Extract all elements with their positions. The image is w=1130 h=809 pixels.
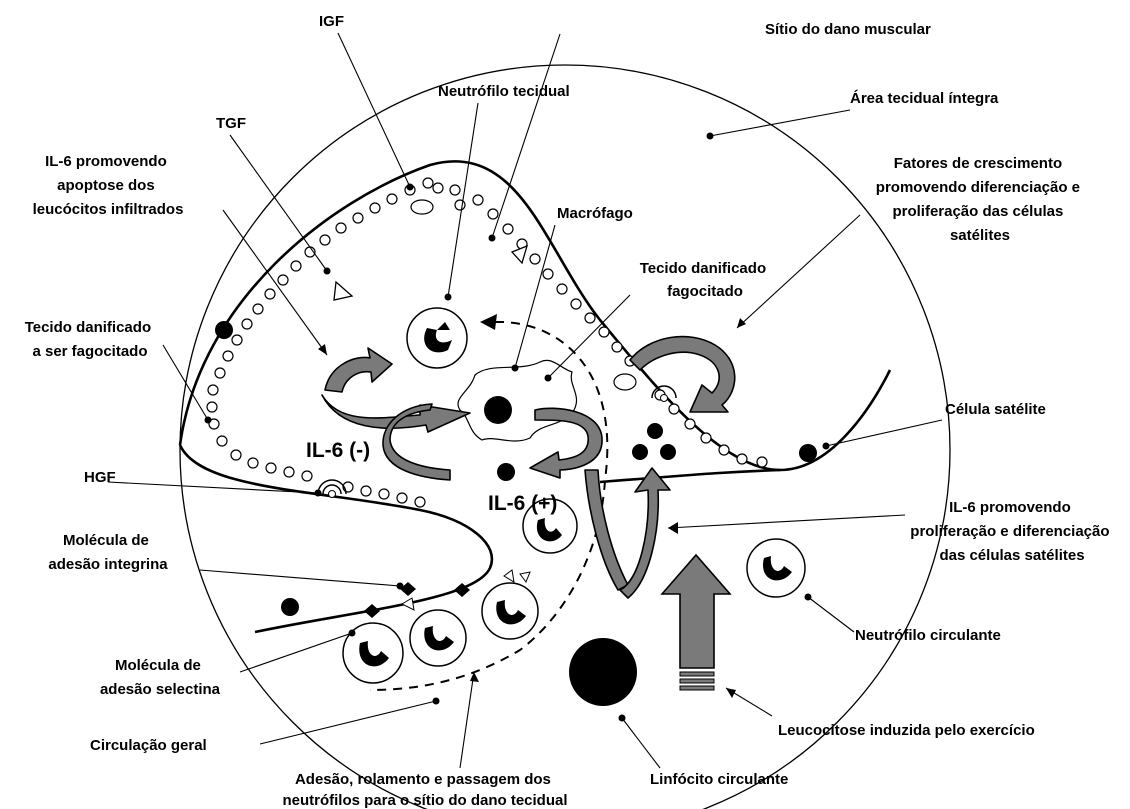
il6-neg-arrow [325, 348, 392, 392]
il6-neg-arrow [322, 395, 470, 432]
tgf-triangle [512, 246, 527, 263]
integrin-molecule [402, 598, 414, 610]
label-il6-neg: IL-6 (-) [306, 439, 370, 462]
il6-proliferation-arrow [620, 468, 670, 598]
label-hgf: HGF [84, 469, 116, 486]
phagocytosed-tissue [458, 360, 577, 441]
igf-molecule [411, 200, 433, 214]
label-leucocitose: Leucocitose induzida pelo exercício [778, 722, 1035, 739]
il6-pos-arrow [585, 470, 628, 590]
phagocytosed-dot [497, 463, 515, 481]
free-cell [215, 321, 233, 339]
neutrophil-tissue [407, 308, 467, 368]
lymphocyte [569, 638, 637, 706]
integrin-molecule [504, 570, 514, 582]
label-il6-proliferacao: IL-6 promovendo proliferação e diferenci… [910, 499, 1113, 564]
satellite-cell-cluster [660, 444, 676, 460]
satellite-cell-cluster [647, 423, 663, 439]
neutrophil-vessel [482, 583, 538, 639]
dashed-arrowhead [480, 314, 497, 330]
label-adesao-rolamento: Adesão, rolamento e passagem dos neutróf… [282, 771, 567, 809]
label-igf: IGF [319, 13, 344, 30]
label-selectina: Molécula de adesão selectina [100, 657, 221, 698]
label-il6-pos: IL-6 (+) [488, 492, 557, 515]
label-tgf: TGF [216, 115, 246, 132]
label-macrofago: Macrófago [557, 205, 633, 222]
vessel-wall-right [600, 470, 780, 482]
tgf-triangle [334, 282, 352, 300]
label-neutrofilo-tecidual: Neutrófilo tecidual [438, 83, 570, 100]
tissue-circle [180, 65, 950, 809]
label-area-integra: Área tecidual íntegra [850, 90, 999, 107]
label-circulacao-geral: Circulação geral [90, 737, 207, 754]
satellite-cell-cluster [632, 444, 648, 460]
label-sitio-dano: Sítio do dano muscular [765, 21, 931, 38]
satellite-cell [799, 444, 817, 462]
neutrophil-circulating [747, 539, 805, 597]
integrin-molecule [520, 572, 530, 582]
label-tecido-fagocitado: Tecido danificado fagocitado [640, 260, 771, 300]
label-il6-apoptose: IL-6 promovendo apoptose dos leucócitos … [33, 153, 184, 218]
macrophage-nucleus [484, 396, 512, 424]
label-tecido-a-ser: Tecido danificado a ser fagocitado [25, 319, 156, 360]
neutrophil-vessel [410, 610, 466, 666]
label-linfocito: Linfócito circulante [650, 771, 788, 788]
leukocytosis-arrow [662, 555, 730, 690]
label-integrina: Molécula de adesão integrina [48, 532, 168, 573]
free-cell [281, 598, 299, 616]
il6-pos-arrow [530, 408, 602, 478]
label-neutrofilo-circulante: Neutrófilo circulante [855, 627, 1001, 644]
igf-molecule [614, 374, 636, 390]
label-fatores-crescimento: Fatores de crescimento promovendo difere… [876, 155, 1084, 244]
selectin-molecule [364, 604, 380, 618]
label-celula-satelite: Célula satélite [945, 401, 1046, 418]
